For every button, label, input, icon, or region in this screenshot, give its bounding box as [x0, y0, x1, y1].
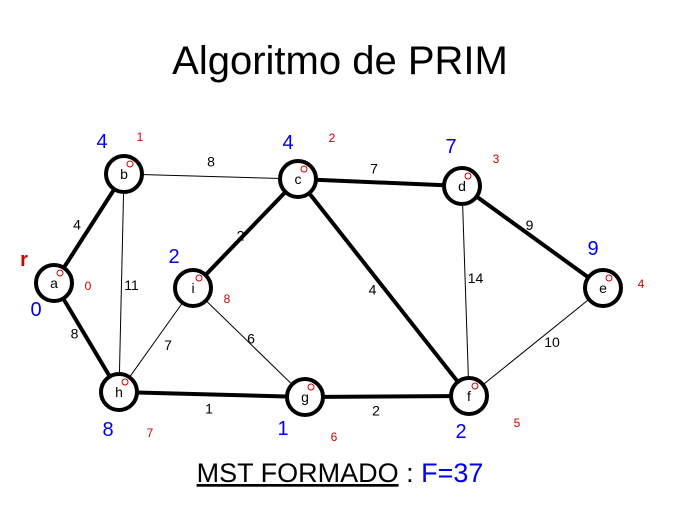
footer-label: MST FORMADO: [197, 458, 399, 488]
vertex-marker-a: [56, 269, 64, 277]
edge-b-c: [123, 173, 299, 180]
vertex-label-g: g: [301, 389, 309, 405]
edge-d-f: [461, 185, 470, 397]
vertex-key-i: 2: [168, 246, 179, 268]
edge-c-d: [297, 177, 463, 188]
edge-weight-d-f: 14: [468, 270, 484, 286]
vertex-marker-h: [121, 378, 129, 386]
vertex-key-c: 4: [282, 132, 293, 154]
edge-layer: [52, 172, 605, 399]
vertex-label-d: d: [458, 178, 466, 194]
footer-summary: MST FORMADO : F=37: [197, 458, 484, 488]
vertex-key-a: 0: [30, 299, 41, 321]
edge-h-i: [118, 287, 194, 393]
vertex-marker-b: [126, 160, 134, 168]
footer-separator: :: [399, 458, 422, 488]
edge-weight-g-h: 1: [205, 401, 213, 417]
vertex-marker-f: [471, 382, 479, 390]
edge-c-i: [191, 177, 300, 290]
edge-weight-layer: 4 8 8 11 7 2 4 9 14 10 2 1 6 7: [71, 154, 560, 419]
vertex-key-h: 8: [102, 419, 113, 441]
vertex-key-e: 9: [587, 238, 598, 260]
edge-weight-a-h: 8: [71, 326, 79, 342]
vertex-label-c: c: [295, 171, 302, 187]
vertex-label-e: e: [599, 280, 607, 296]
edge-f-g: [304, 394, 470, 399]
edge-b-h: [118, 173, 125, 393]
edge-weight-g-i: 6: [247, 331, 255, 347]
edge-c-f: [296, 177, 471, 398]
vertex-marker-e: [605, 274, 613, 282]
edge-e-f: [468, 287, 604, 397]
edge-weight-a-b: 4: [73, 217, 81, 233]
vertex-key-d: 7: [445, 136, 456, 158]
edge-weight-e-f: 10: [544, 334, 560, 350]
vertex-key-b: 4: [96, 131, 107, 153]
vertex-label-h: h: [115, 384, 123, 400]
edge-a-b: [52, 172, 126, 285]
footer-value: F=37: [421, 458, 483, 488]
vertex-order-e: 4: [638, 277, 645, 291]
vertex-marker-i: [195, 274, 203, 282]
vertex-key-g: 1: [277, 418, 288, 440]
vertex-order-b: 1: [137, 130, 144, 144]
vertex-order-a: 0: [85, 279, 92, 293]
vertex-order-i: 8: [224, 292, 231, 306]
edge-g-i: [192, 287, 306, 398]
edge-g-h: [118, 390, 306, 399]
vertex-label-b: b: [120, 166, 128, 182]
edge-weight-h-i: 7: [164, 337, 172, 353]
vertex-order-d: 3: [493, 152, 500, 166]
edge-d-e: [460, 184, 605, 290]
edge-weight-f-g: 2: [372, 403, 380, 419]
edge-weight-c-f: 4: [369, 282, 377, 298]
edge-weight-c-d: 7: [370, 161, 378, 177]
vertex-order-f: 5: [514, 416, 521, 430]
vertex-marker-c: [300, 165, 308, 173]
diagram-title: Algoritmo de PRIM: [172, 39, 508, 83]
vertex-key-f: 2: [455, 421, 466, 443]
edge-weight-d-e: 9: [526, 217, 534, 233]
edge-a-h: [52, 281, 121, 394]
vertex-marker-d: [464, 172, 472, 180]
vertex-marker-g: [307, 383, 315, 391]
edge-weight-b-h: 11: [124, 277, 139, 293]
vertex-label-f: f: [467, 388, 471, 404]
vertex-label-i: i: [191, 280, 194, 296]
edge-weight-c-i: 2: [237, 228, 245, 244]
vertex-label-a: a: [50, 275, 58, 291]
vertex-order-c: 2: [329, 131, 336, 145]
vertex-order-h: 7: [147, 426, 154, 440]
vertex-order-g: 6: [331, 430, 338, 444]
edge-weight-b-c: 8: [207, 154, 215, 170]
root-marker: r: [20, 249, 28, 271]
